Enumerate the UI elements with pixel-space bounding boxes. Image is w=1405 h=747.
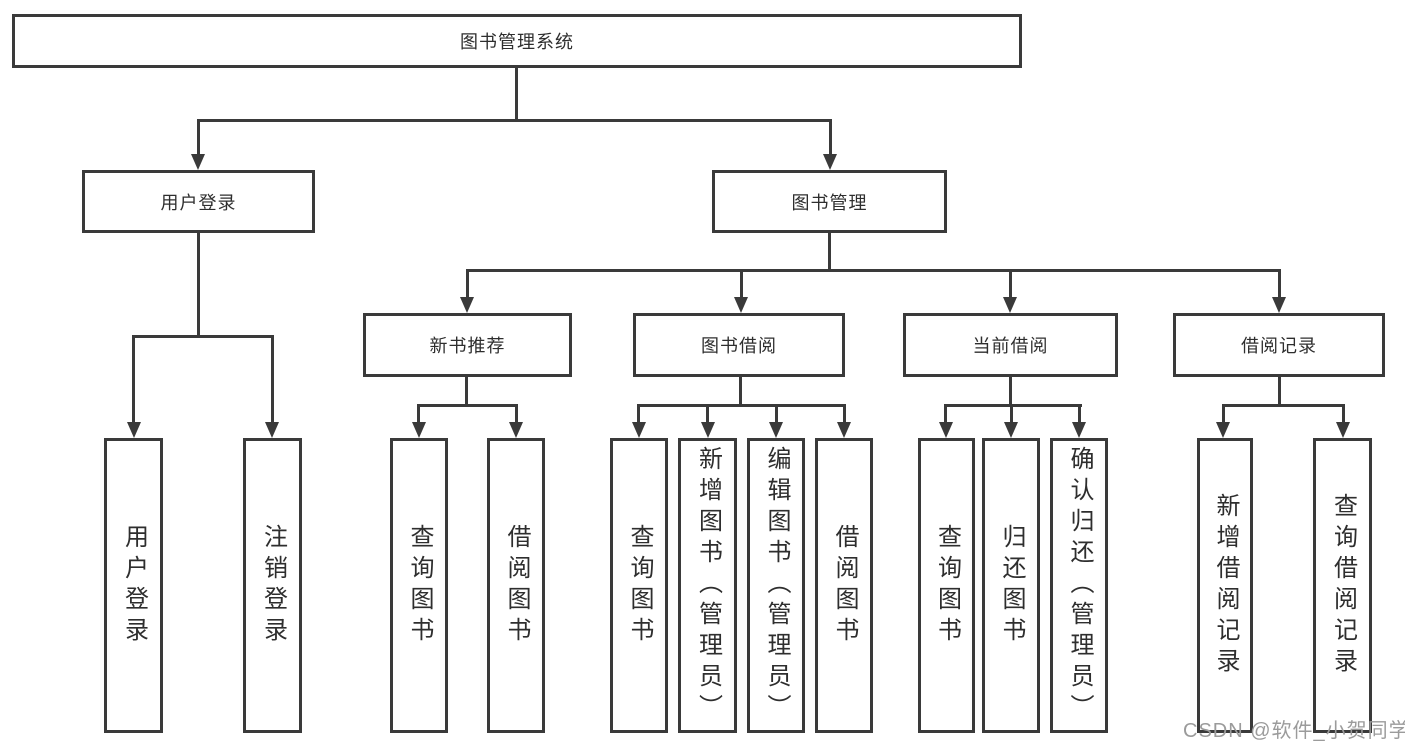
leaf-user-login: 用户登录 (104, 438, 163, 733)
leaf-confirm-return-admin-label: 确认归还（管理员） (1066, 446, 1093, 725)
arrow-shaft (829, 119, 832, 156)
arrowhead-icon (1216, 422, 1230, 438)
connector-book-borrow-bus (638, 404, 846, 407)
connector-root-bus (197, 119, 832, 122)
arrowhead-icon (939, 422, 953, 438)
arrowhead-icon (734, 297, 748, 313)
connector-borrow-records-stem (1278, 377, 1281, 407)
arrow-shaft (466, 269, 469, 298)
leaf-query-books-borrow-label: 查询图书 (626, 523, 653, 648)
connector-book-borrow-stem (739, 377, 742, 407)
arrow-shaft (1078, 404, 1081, 423)
arrowhead-icon (191, 154, 205, 170)
connector-current-borrow-bus (944, 404, 1082, 407)
leaf-borrow-books-recommend: 借阅图书 (487, 438, 545, 733)
arrowhead-icon (1072, 422, 1086, 438)
leaf-user-login-label: 用户登录 (120, 523, 148, 648)
connector-borrow-records-bus (1222, 404, 1345, 407)
arrow-shaft (271, 335, 274, 423)
connector-book-management-bus (466, 269, 1281, 272)
arrow-shaft (1342, 404, 1345, 423)
leaf-edit-books-admin: 编辑图书（管理员） (747, 438, 805, 733)
leaf-borrow-books-recommend-label: 借阅图书 (503, 523, 530, 648)
connector-root-stem (515, 68, 518, 122)
arrow-shaft (706, 404, 709, 423)
leaf-return-books-label: 归还图书 (998, 523, 1025, 648)
leaf-query-borrow-record: 查询借阅记录 (1313, 438, 1372, 733)
leaf-query-borrow-record-label: 查询借阅记录 (1329, 492, 1357, 679)
node-new-book-recommend: 新书推荐 (363, 313, 572, 377)
node-current-borrow: 当前借阅 (903, 313, 1118, 377)
arrow-shaft (1222, 404, 1225, 423)
arrowhead-icon (837, 422, 851, 438)
leaf-query-books-recommend: 查询图书 (390, 438, 448, 733)
arrowhead-icon (460, 297, 474, 313)
leaf-confirm-return-admin: 确认归还（管理员） (1050, 438, 1108, 733)
node-book-borrow: 图书借阅 (633, 313, 845, 377)
leaf-edit-books-admin-label: 编辑图书（管理员） (763, 446, 790, 725)
connector-book-management-stem (828, 233, 831, 272)
node-borrow-records-label: 借阅记录 (1241, 336, 1317, 356)
leaf-add-books-admin: 新增图书（管理员） (678, 438, 737, 733)
leaf-query-books-current: 查询图书 (918, 438, 975, 733)
arrowhead-icon (1004, 422, 1018, 438)
arrowhead-icon (1272, 297, 1286, 313)
arrowhead-icon (127, 422, 141, 438)
leaf-logout: 注销登录 (243, 438, 302, 733)
leaf-logout-label: 注销登录 (259, 523, 287, 648)
arrow-shaft (944, 404, 947, 423)
arrowhead-icon (701, 422, 715, 438)
node-borrow-records: 借阅记录 (1173, 313, 1385, 377)
leaf-query-books-recommend-label: 查询图书 (406, 523, 433, 648)
arrowhead-icon (769, 422, 783, 438)
connector-current-borrow-stem (1009, 377, 1012, 407)
arrow-shaft (132, 335, 135, 423)
leaf-add-books-admin-label: 新增图书（管理员） (694, 446, 722, 725)
leaf-return-books: 归还图书 (982, 438, 1040, 733)
arrowhead-icon (1336, 422, 1350, 438)
connector-user-login-bus (133, 335, 274, 338)
node-new-book-recommend-label: 新书推荐 (429, 336, 506, 356)
leaf-borrow-books-borrow: 借阅图书 (815, 438, 873, 733)
arrow-shaft (775, 404, 778, 423)
arrow-shaft (740, 269, 743, 298)
leaf-query-books-current-label: 查询图书 (933, 523, 961, 648)
connector-new-book-recommend-bus (418, 404, 518, 407)
leaf-query-books-borrow: 查询图书 (610, 438, 668, 733)
csdn-watermark: CSDN @软件_小贺同学 (1183, 720, 1405, 742)
arrow-shaft (417, 404, 420, 423)
node-book-borrow-label: 图书借阅 (701, 336, 777, 356)
arrowhead-icon (1003, 297, 1017, 313)
leaf-borrow-books-borrow-label: 借阅图书 (831, 523, 858, 648)
node-book-management-label: 图书管理 (791, 192, 868, 213)
leaf-add-borrow-record-label: 新增借阅记录 (1212, 492, 1239, 679)
node-root-label: 图书管理系统 (460, 32, 574, 52)
node-user-login-label: 用户登录 (160, 192, 237, 213)
node-book-management: 图书管理 (712, 170, 947, 233)
arrow-shaft (197, 119, 200, 156)
arrowhead-icon (632, 422, 646, 438)
arrowhead-icon (412, 422, 426, 438)
node-root: 图书管理系统 (12, 14, 1022, 68)
leaf-add-borrow-record: 新增借阅记录 (1197, 438, 1253, 733)
arrow-shaft (843, 404, 846, 423)
arrow-shaft (1009, 269, 1012, 298)
arrow-shaft (515, 404, 518, 423)
arrowhead-icon (265, 422, 279, 438)
connector-new-book-recommend-stem (465, 377, 468, 407)
node-current-borrow-label: 当前借阅 (972, 336, 1049, 356)
arrowhead-icon (509, 422, 523, 438)
arrow-shaft (1010, 404, 1013, 423)
connector-user-login-stem (197, 233, 200, 338)
arrowhead-icon (823, 154, 837, 170)
arrow-shaft (1278, 269, 1281, 298)
arrow-shaft (637, 404, 640, 423)
node-user-login: 用户登录 (82, 170, 315, 233)
